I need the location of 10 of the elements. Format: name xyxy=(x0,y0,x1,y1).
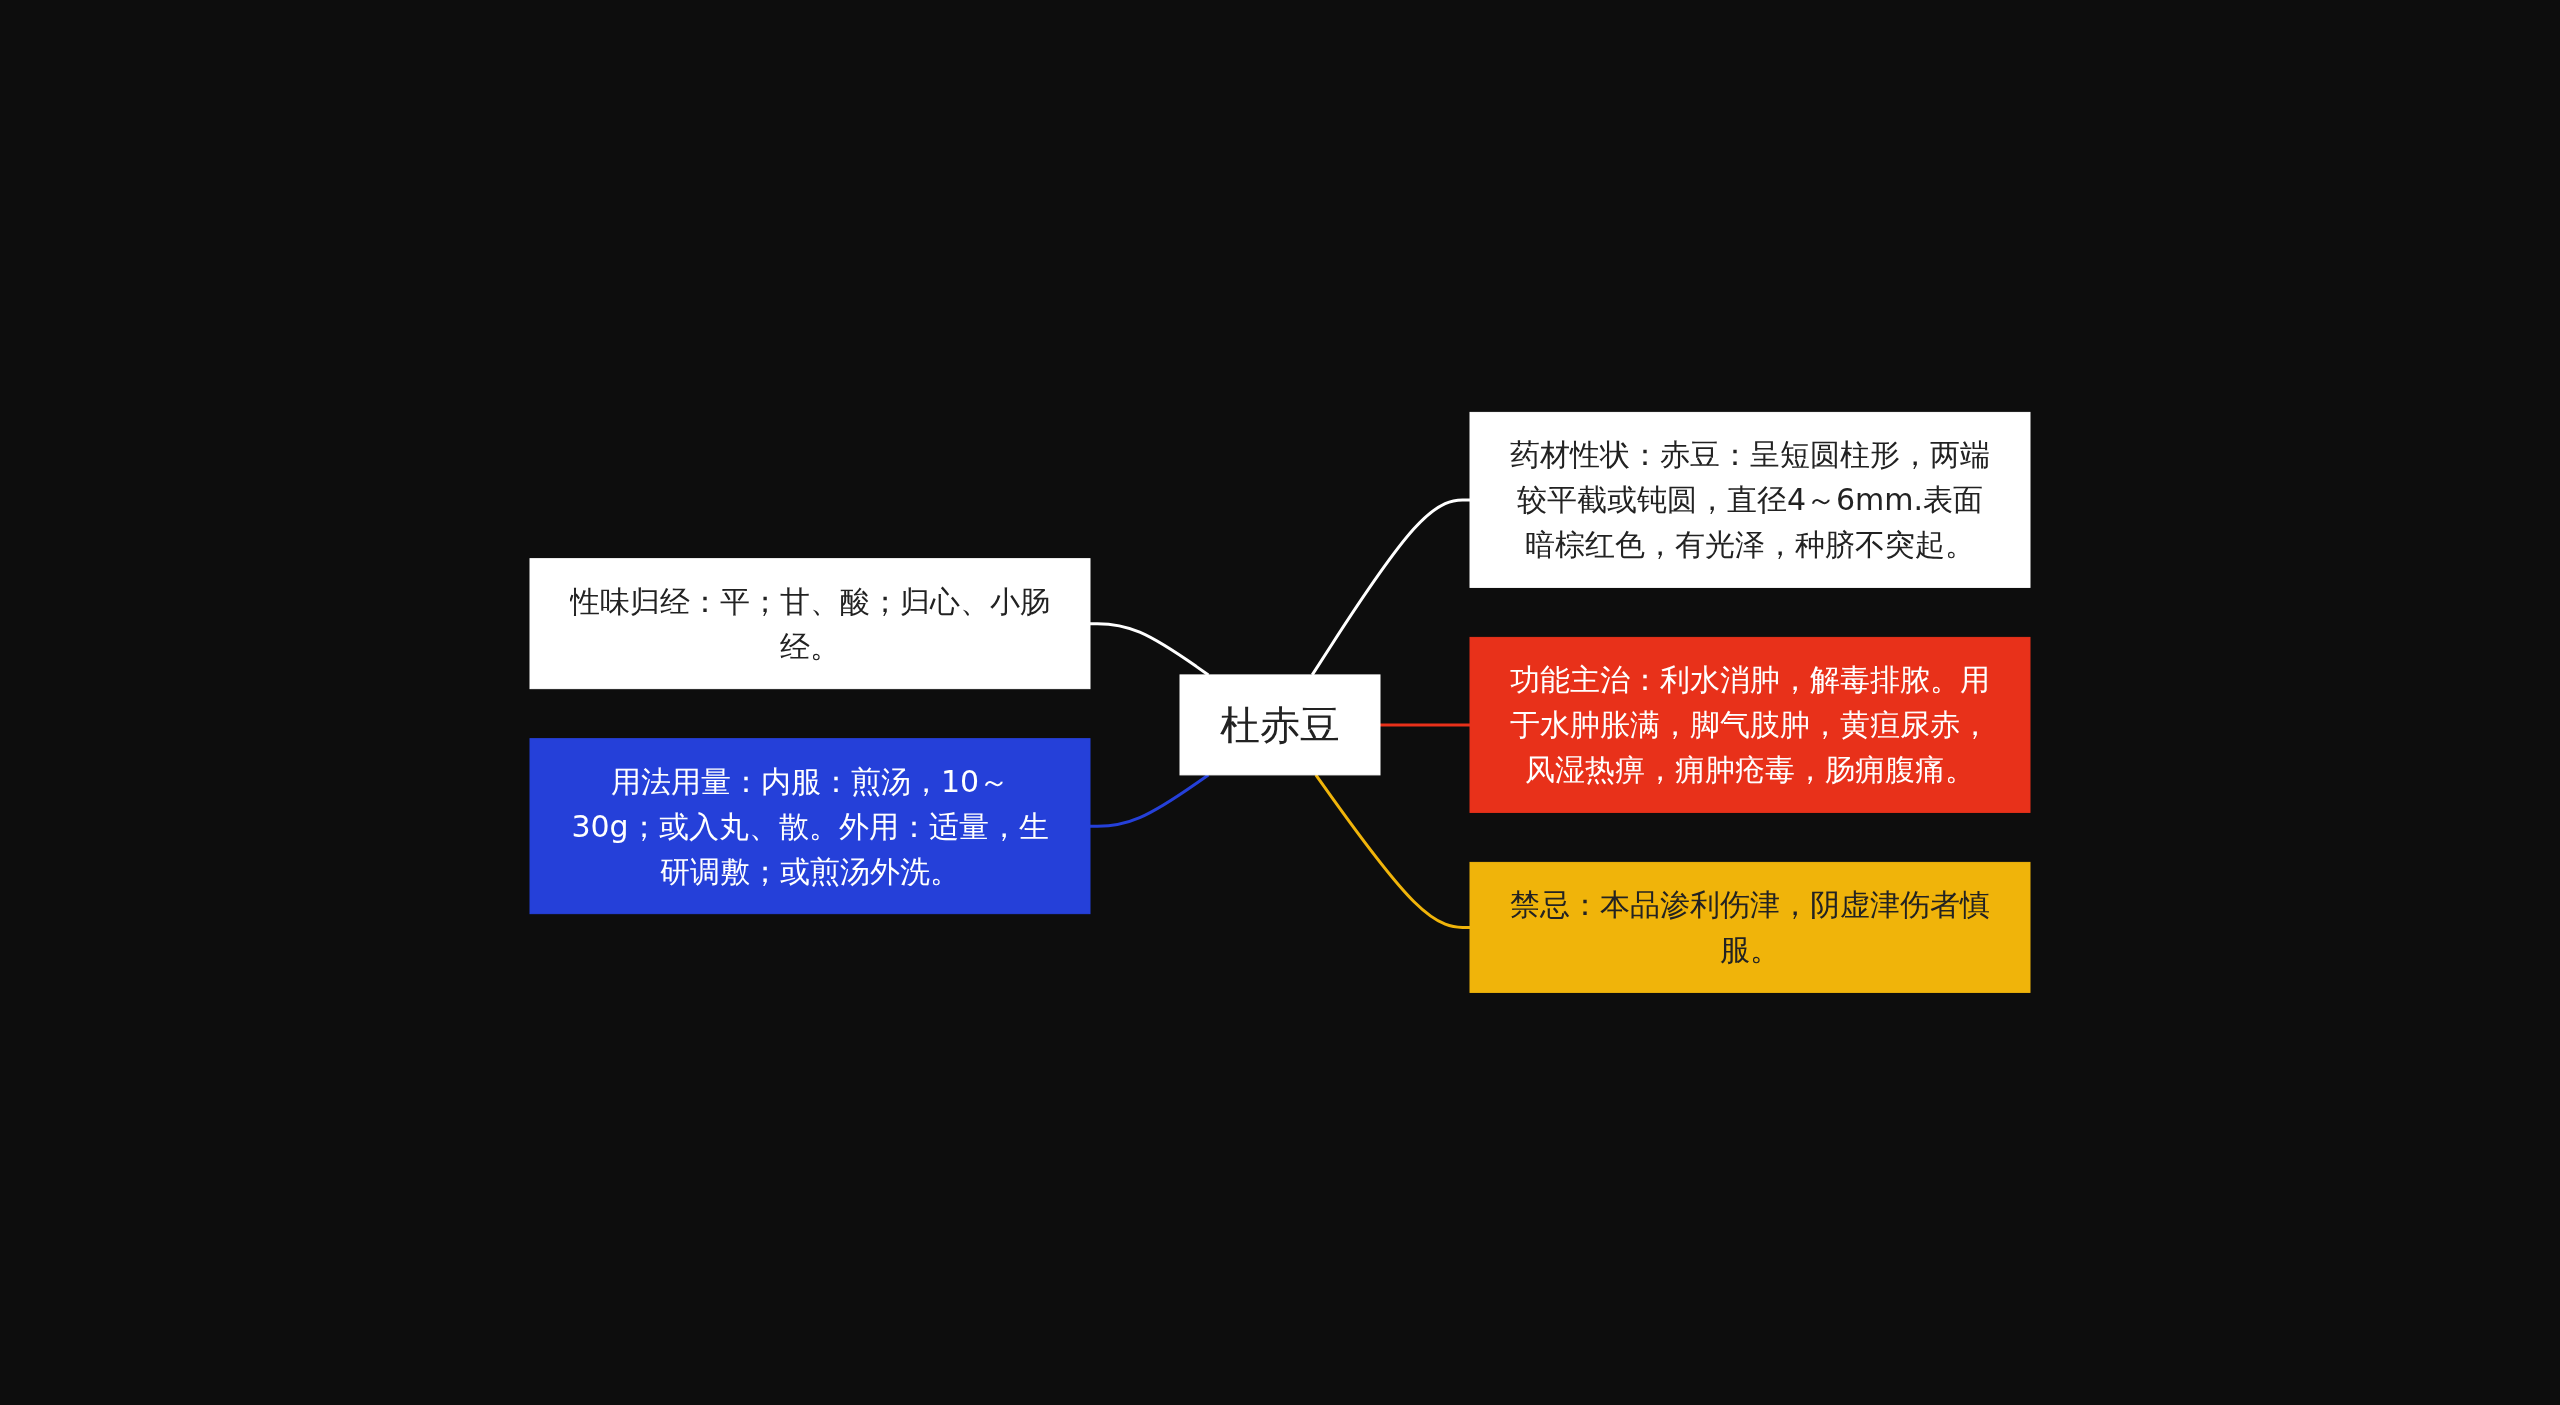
connector xyxy=(1090,773,1210,828)
node-box: 禁忌：本品渗利伤津，阴虚津伤者慎服。 xyxy=(1469,862,2031,993)
node-box: 药材性状：赤豆：呈短圆柱形，两端较平截或钝圆，直径4～6mm.表面暗棕红色，有光泽，种脐不突起。 xyxy=(1469,412,2031,588)
node-box: 功能主治：利水消肿，解毒排脓。用于水肿胀满，脚气肢肿，黄疸尿赤，风湿热痹，痈肿疮毒，肠痈腹痛。 xyxy=(1469,637,2031,813)
node-box: 杜赤豆 xyxy=(1179,674,1381,776)
node-box: 性味归经：平；甘、酸；归心、小肠经。 xyxy=(529,558,1091,690)
connector xyxy=(1314,774,1470,929)
connector xyxy=(1380,723,1470,727)
connector xyxy=(1310,498,1470,676)
node-box: 用法用量：内服：煎汤，10～30g；或入丸、散。外用：适量，生研调敷；或煎汤外洗。 xyxy=(529,738,1091,915)
